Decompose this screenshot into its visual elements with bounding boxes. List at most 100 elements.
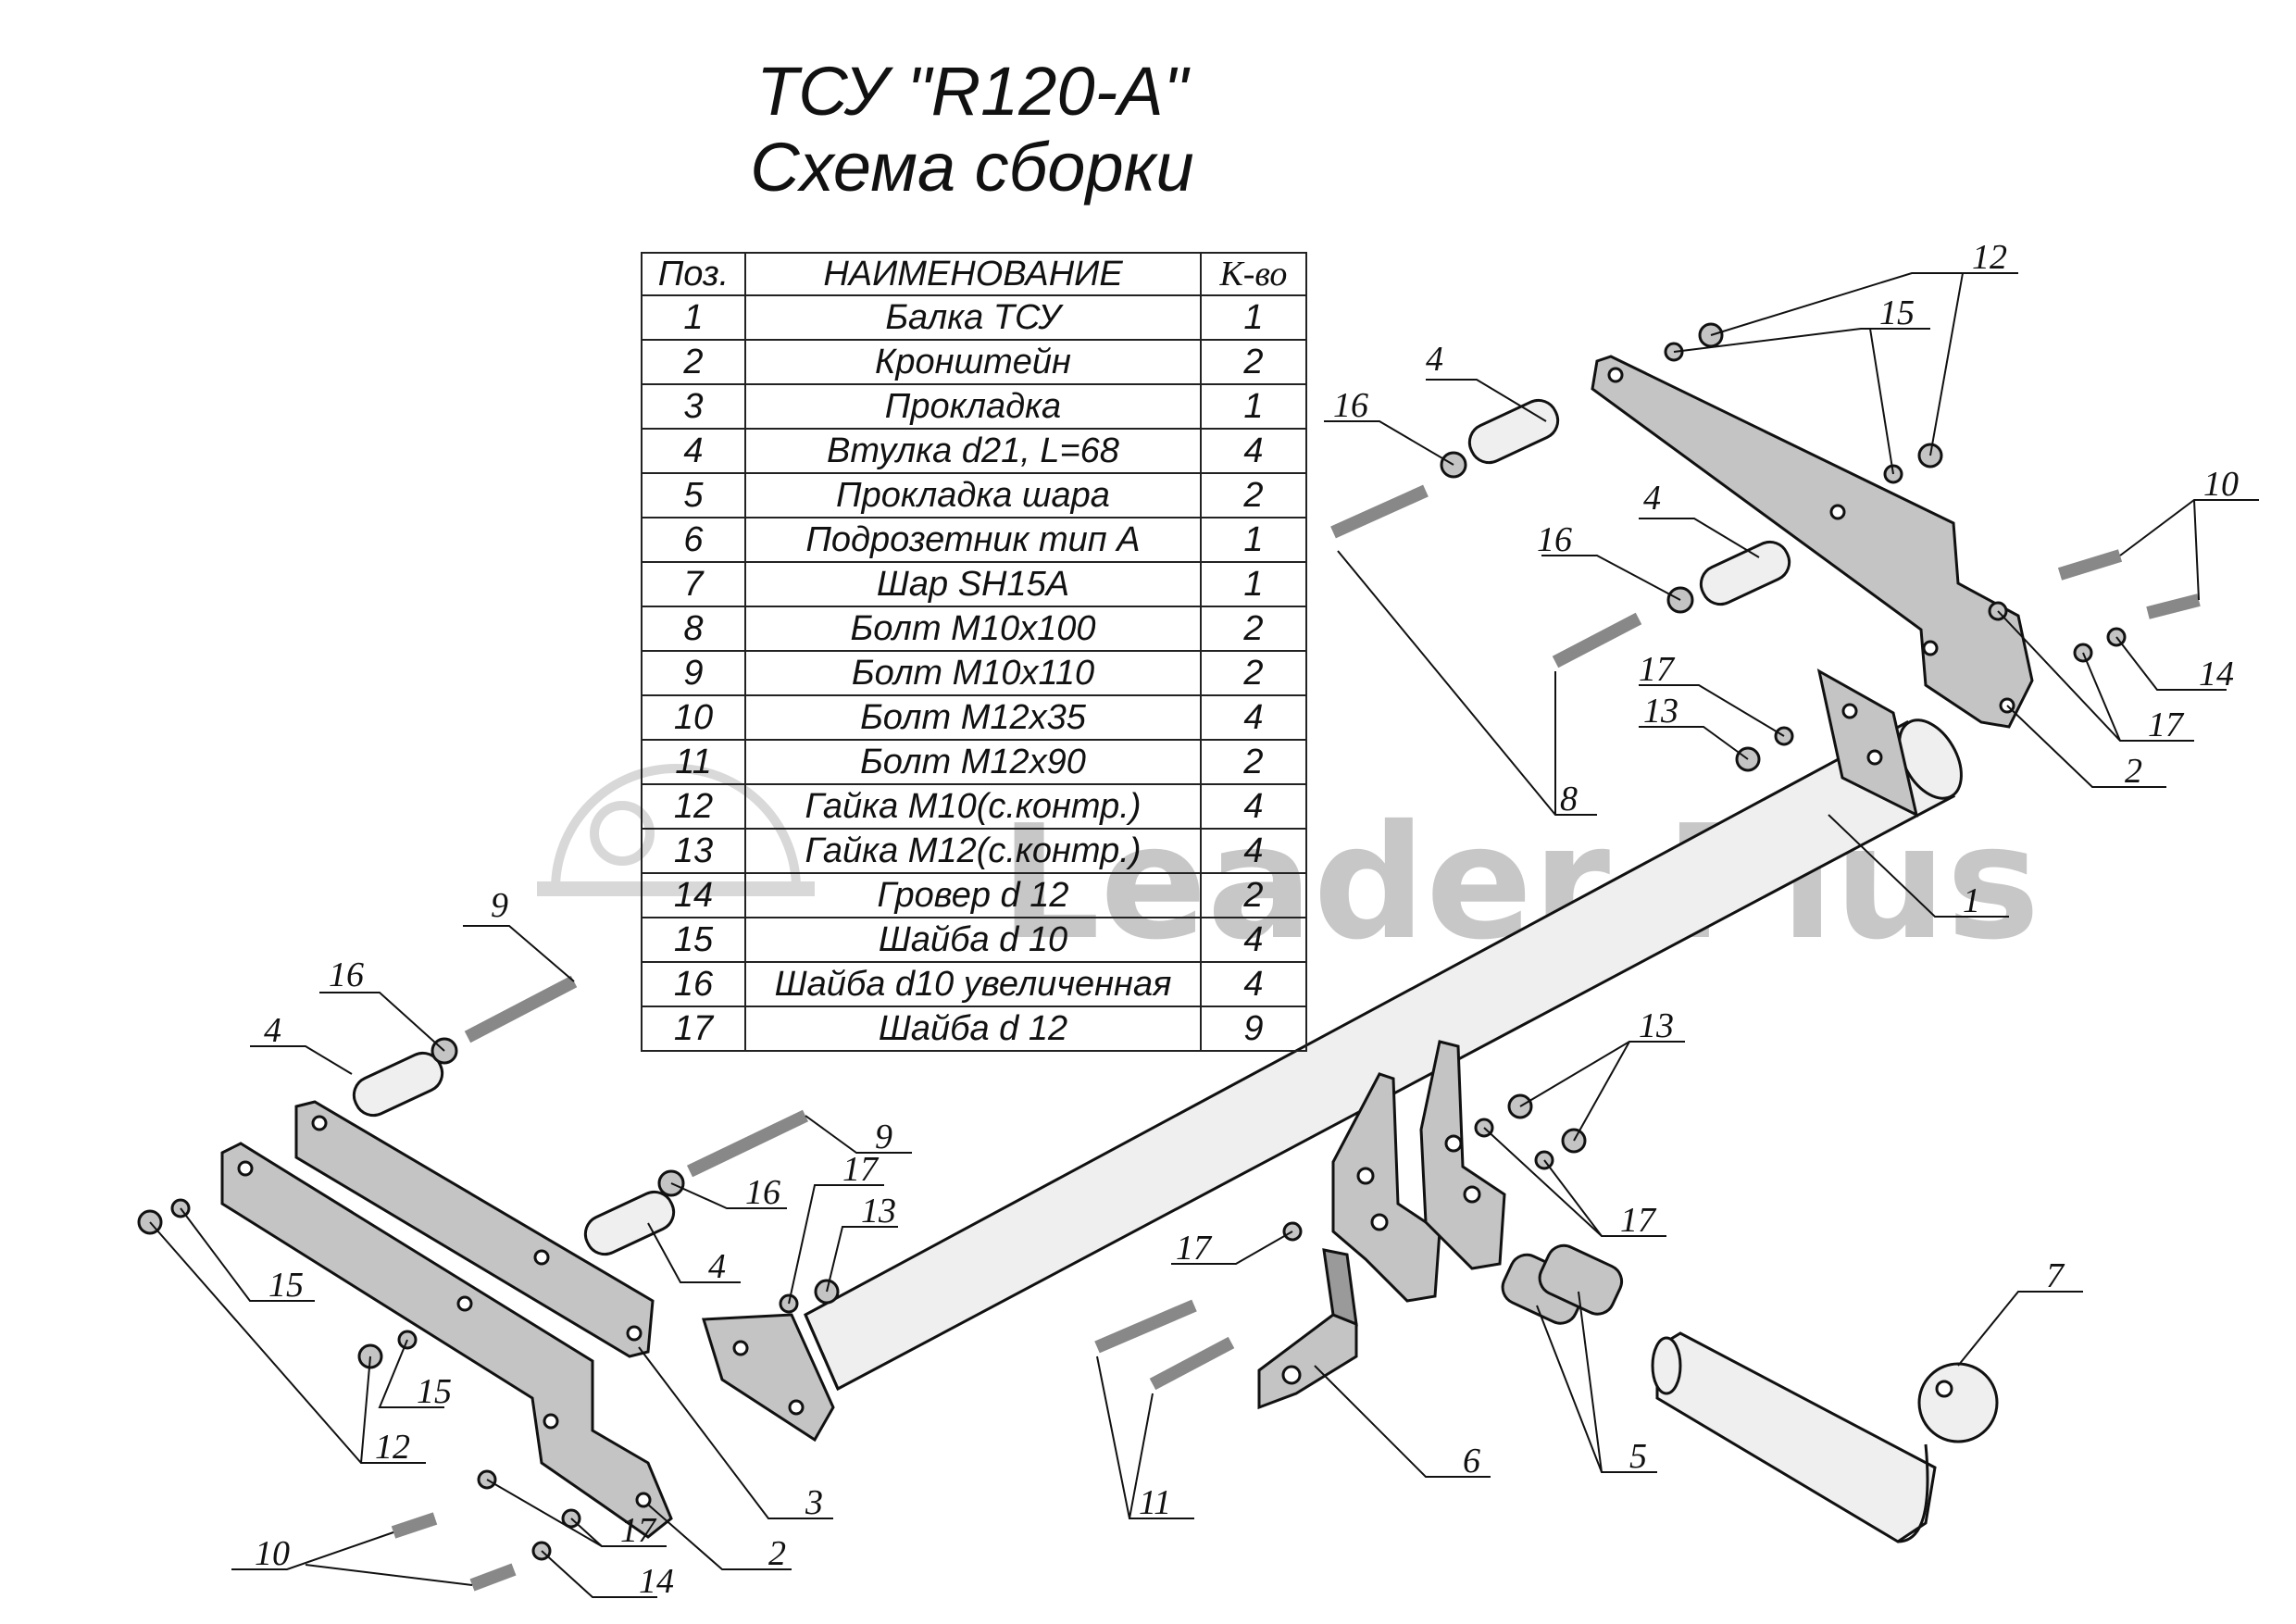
callout-4: 4: [708, 1247, 726, 1286]
part-bracket-left: [220, 1142, 673, 1539]
cell-pos: 17: [641, 1006, 746, 1052]
cell-qty: 2: [1200, 339, 1307, 385]
callout-16: 16: [745, 1173, 780, 1212]
part-beam: [702, 668, 1963, 1443]
cell-qty: 4: [1200, 694, 1307, 741]
callout-4: 4: [264, 1011, 281, 1050]
cell-qty: 1: [1200, 294, 1307, 341]
callout-4: 4: [1426, 340, 1443, 379]
cell-qty: 9: [1200, 1006, 1307, 1052]
header-name: НАИМЕНОВАНИЕ: [744, 252, 1202, 296]
title-line-2: Схема сборки: [750, 129, 1194, 206]
cell-pos: 3: [641, 383, 746, 430]
callout-5: 5: [1629, 1437, 1647, 1476]
cell-qty: 4: [1200, 783, 1307, 830]
cell-name: Прокладка шара: [744, 472, 1202, 518]
callout-9: 9: [875, 1118, 892, 1156]
callout-10: 10: [255, 1534, 290, 1573]
part-socket-plate: [1257, 1248, 1358, 1410]
callout-12: 12: [375, 1428, 410, 1467]
cell-qty: 2: [1200, 472, 1307, 518]
drawing-title: ТСУ "R120-A" Схема сборки: [648, 54, 1296, 206]
callout-11: 11: [1139, 1483, 1171, 1522]
callout-16: 16: [1537, 520, 1572, 559]
cell-name: Подрозетник тип А: [744, 517, 1202, 563]
cell-name: Шар SH15A: [744, 561, 1202, 607]
cell-name: Гайка М10(с.контр.): [744, 783, 1202, 830]
callout-9: 9: [491, 886, 508, 925]
cell-qty: 2: [1200, 739, 1307, 785]
callout-15: 15: [268, 1266, 304, 1305]
cell-name: Болт М10х100: [744, 606, 1202, 652]
cell-pos: 9: [641, 650, 746, 696]
part-bracket-right: [1591, 355, 2034, 729]
cell-pos: 16: [641, 961, 746, 1007]
cell-name: Шайба d 12: [744, 1006, 1202, 1052]
callout-2: 2: [2125, 752, 2142, 791]
callout-6: 6: [1463, 1442, 1480, 1480]
cell-pos: 11: [641, 739, 746, 785]
cell-qty: 2: [1200, 606, 1307, 652]
cell-pos: 6: [641, 517, 746, 563]
cell-name: Болт М10х110: [744, 650, 1202, 696]
cell-name: Прокладка: [744, 383, 1202, 430]
callout-12: 12: [1972, 238, 2007, 277]
cell-pos: 7: [641, 561, 746, 607]
cell-pos: 2: [641, 339, 746, 385]
cell-qty: 4: [1200, 917, 1307, 963]
cell-pos: 5: [641, 472, 746, 518]
cell-name: Балка ТСУ: [744, 294, 1202, 341]
callout-17: 17: [842, 1150, 880, 1189]
cell-pos: 1: [641, 294, 746, 341]
fasteners: [137, 322, 2201, 1592]
header-qty: К-во: [1200, 252, 1307, 296]
callout-17: 17: [1639, 650, 1676, 689]
callout-8: 8: [1560, 780, 1578, 818]
cell-name: Втулка d21, L=68: [744, 428, 1202, 474]
cell-qty: 4: [1200, 961, 1307, 1007]
header-pos: Поз.: [641, 252, 746, 296]
callout-17: 17: [2148, 706, 2185, 744]
callout-14: 14: [639, 1562, 674, 1601]
callout-14: 14: [2199, 655, 2234, 693]
cell-name: Шайба d 10: [744, 917, 1202, 963]
leader-lines: [149, 272, 2259, 1598]
cell-qty: 2: [1200, 650, 1307, 696]
callout-10: 10: [2203, 465, 2239, 504]
cell-name: Шайба d10 увеличенная: [744, 961, 1202, 1007]
cell-qty: 1: [1200, 517, 1307, 563]
part-spacer-plate: [294, 1100, 655, 1358]
cell-name: Болт М12х90: [744, 739, 1202, 785]
callout-2: 2: [768, 1534, 786, 1573]
callout-13: 13: [1643, 692, 1678, 731]
cell-qty: 4: [1200, 828, 1307, 874]
cell-pos: 14: [641, 872, 746, 918]
callout-13: 13: [1639, 1006, 1674, 1045]
callout-15: 15: [417, 1372, 452, 1411]
cell-pos: 4: [641, 428, 746, 474]
callout-1: 1: [1963, 881, 1980, 920]
callout-17: 17: [1620, 1201, 1657, 1240]
part-ball-spacers: [1501, 1243, 1624, 1325]
cell-qty: 2: [1200, 872, 1307, 918]
cell-pos: 10: [641, 694, 746, 741]
cell-name: Кронштейн: [744, 339, 1202, 385]
callout-17: 17: [620, 1511, 657, 1550]
callout-17: 17: [1176, 1229, 1213, 1268]
